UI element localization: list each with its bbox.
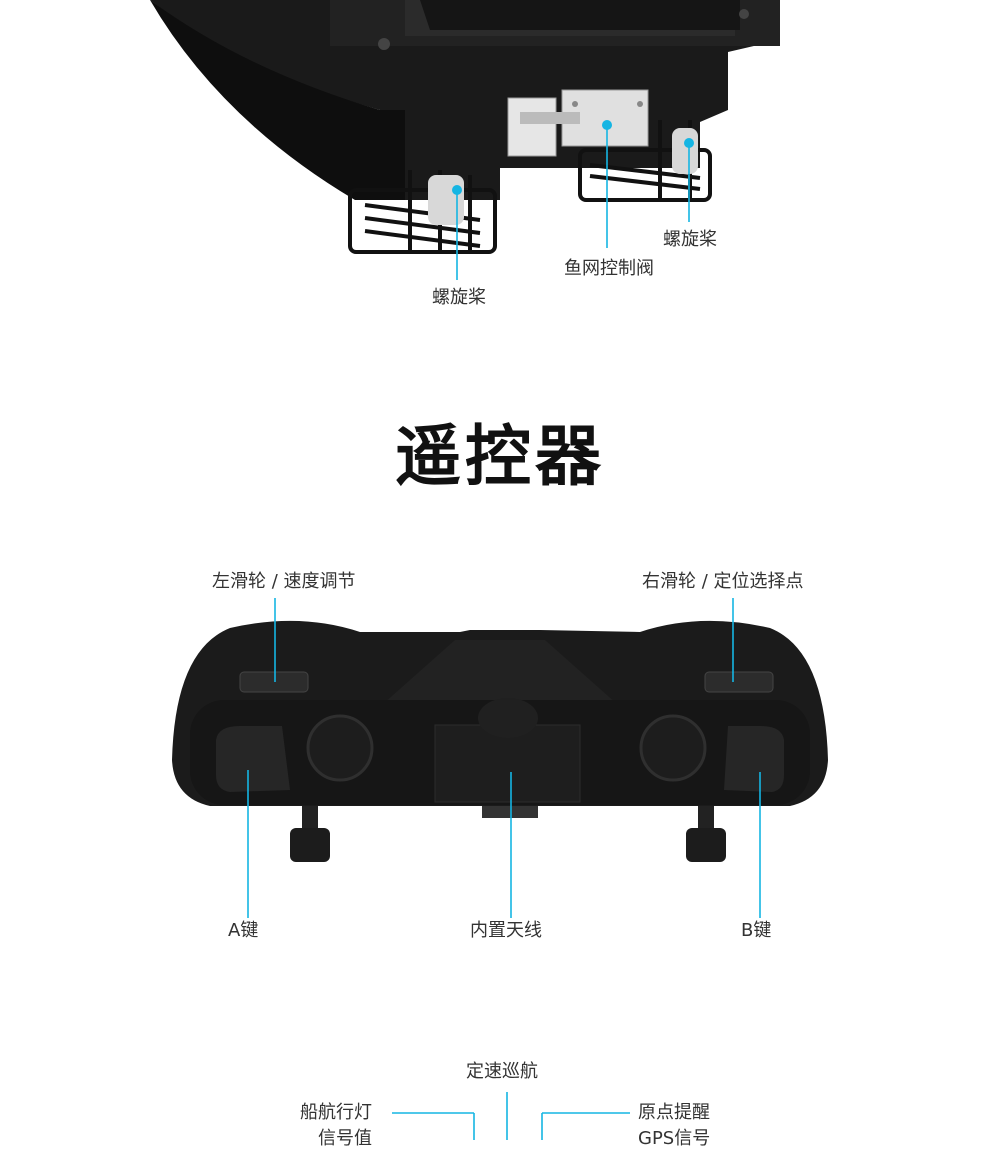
key-a-label: A键 [228, 920, 259, 941]
antenna-label: 内置天线 [470, 920, 542, 941]
propeller-left-label: 螺旋桨 [432, 287, 486, 308]
left-wheel-label: 左滑轮 / 速度调节 [212, 571, 356, 592]
net-valve-label: 鱼网控制阀 [564, 258, 654, 279]
remote-controller-image [172, 598, 828, 918]
nav-light-label: 船航行灯 [300, 1102, 372, 1123]
signal-value-label: 信号值 [318, 1128, 372, 1149]
key-b-label: B键 [741, 920, 772, 941]
gps-signal-label: GPS信号 [638, 1128, 711, 1149]
origin-reminder-label: 原点提醒 [638, 1102, 710, 1123]
right-wheel-label: 右滑轮 / 定位选择点 [642, 571, 804, 592]
panel-callout-lines [392, 1092, 630, 1140]
propeller-right-label: 螺旋桨 [663, 229, 717, 250]
cruise-label: 定速巡航 [466, 1061, 538, 1082]
section-title-remote: 遥控器 [395, 418, 605, 495]
bait-boat-image [100, 0, 780, 280]
